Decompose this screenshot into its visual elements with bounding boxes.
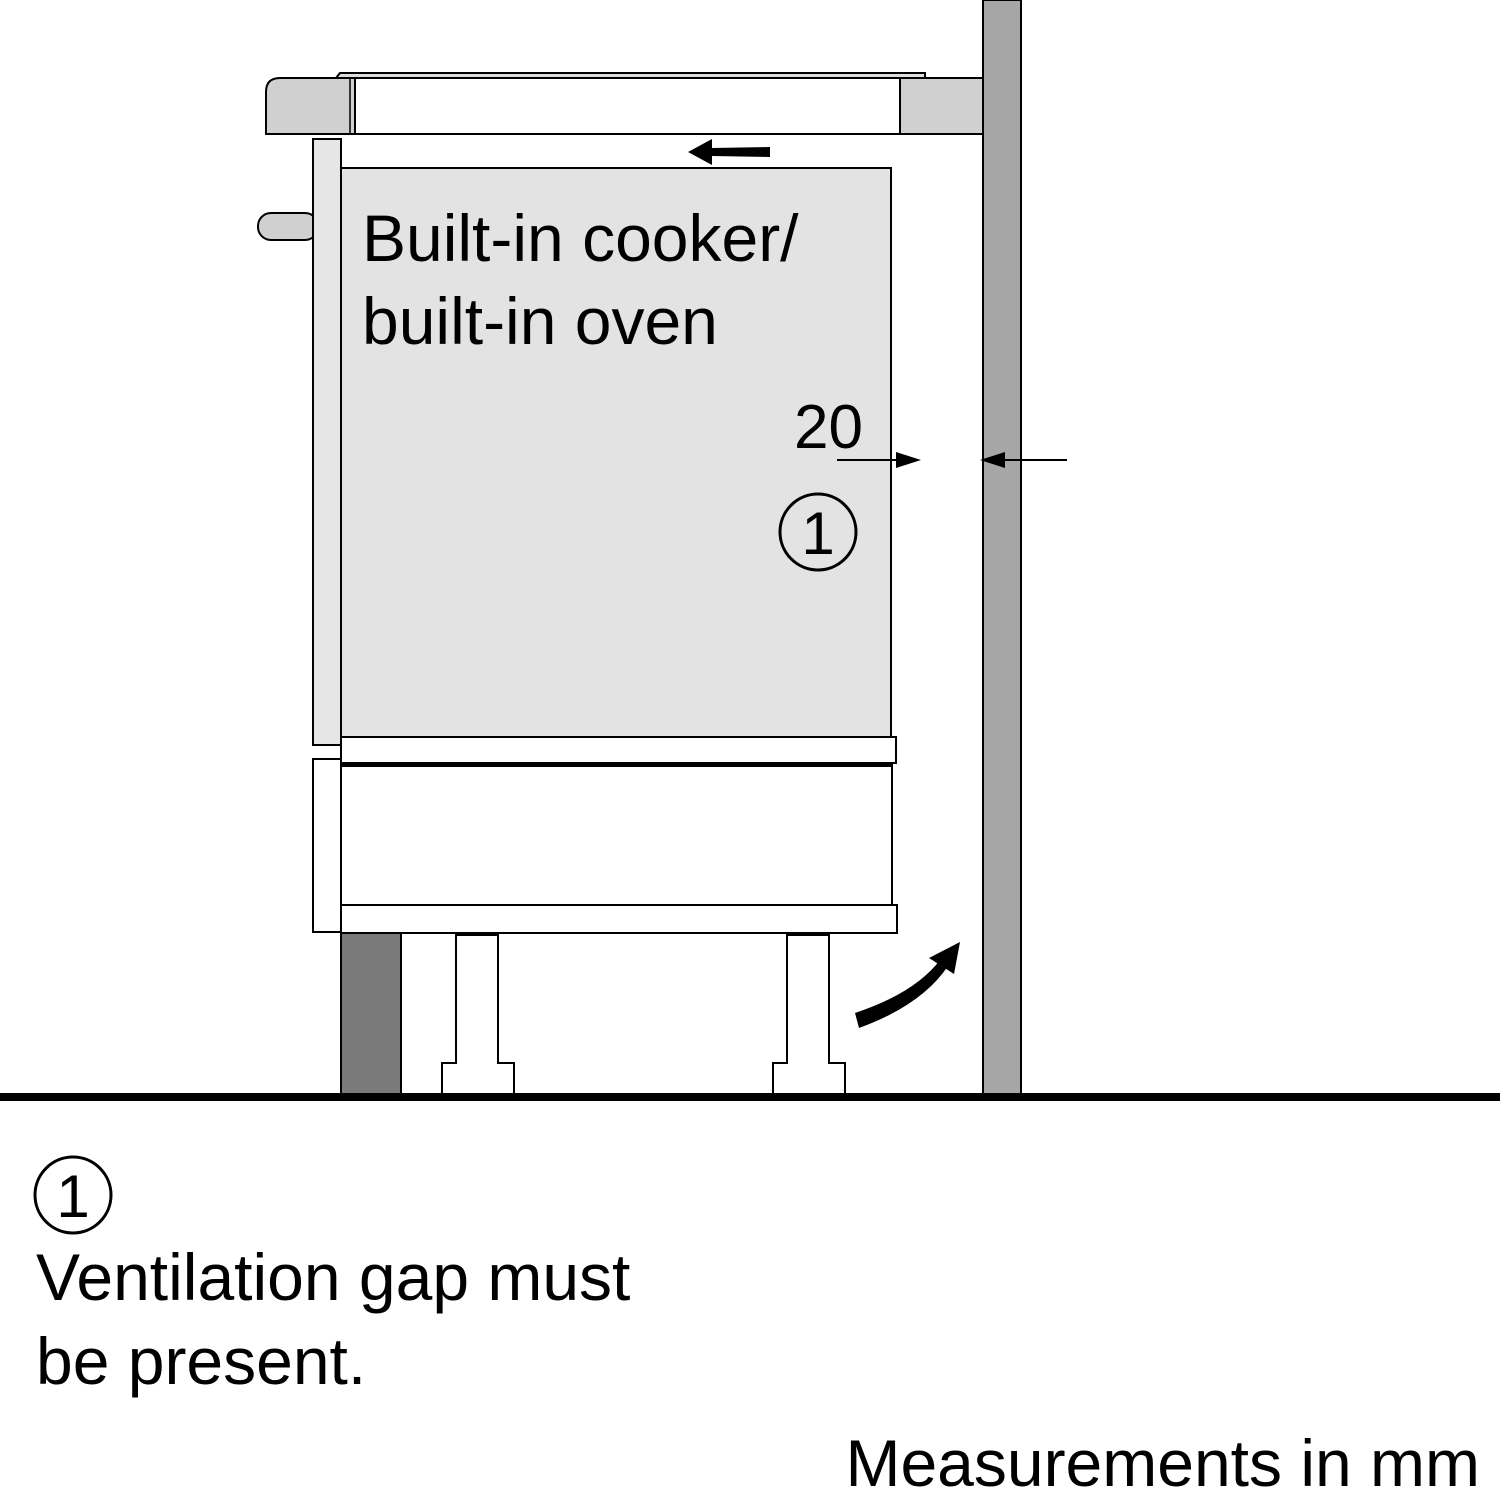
worktop-back-edge [899, 77, 984, 135]
dimension-arrow-left [837, 452, 921, 468]
worktop-front-edge [265, 77, 356, 135]
legend-text-line2: be present. [36, 1324, 366, 1398]
floor [0, 1093, 1500, 1101]
callout-marker: 1 [778, 492, 858, 572]
drawer-panel-left [312, 758, 342, 933]
legend-text-line1: Ventilation gap must [36, 1240, 630, 1314]
gap-dimension-value: 20 [794, 393, 863, 462]
worktop [354, 77, 901, 135]
control-knob [257, 212, 319, 241]
leg-back [772, 934, 846, 1095]
svg-text:1: 1 [56, 1163, 89, 1230]
side-wall [982, 0, 1022, 1097]
appliance-label-line2: built-in oven [362, 284, 718, 358]
oven-front-panel [312, 138, 342, 746]
dimension-arrow-right [980, 452, 1067, 468]
plinth [340, 932, 402, 1096]
legend-marker: 1 [33, 1155, 113, 1235]
oven-bottom-strip [340, 736, 897, 764]
svg-text:1: 1 [801, 500, 834, 567]
oven-body [340, 167, 892, 738]
drawer [340, 765, 893, 906]
units-note: Measurements in mm [845, 1426, 1480, 1491]
airflow-arrow-top [688, 139, 770, 165]
base-strip [340, 904, 898, 934]
airflow-arrow-curved [855, 942, 960, 1028]
leg-front [441, 934, 515, 1095]
appliance-label-line1: Built-in cooker/ [362, 201, 799, 275]
